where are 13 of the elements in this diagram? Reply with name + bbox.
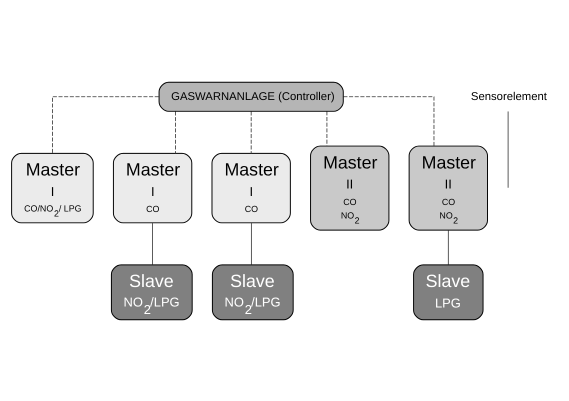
connector: [175, 110, 176, 154]
node-box: Slave LPG: [413, 264, 484, 320]
node-text: Sensorelement: [470, 90, 547, 103]
node-box: Master I CO: [112, 152, 192, 223]
connector: [52, 96, 160, 154]
node-box: Master I CO: [212, 152, 291, 223]
connector: [250, 222, 252, 265]
node-box: GASWARNANLAGE (Controller): [158, 81, 344, 112]
connector: [342, 96, 434, 146]
connector: [326, 110, 328, 146]
connector: [250, 110, 252, 154]
connector: [448, 229, 449, 265]
connector: [152, 222, 153, 265]
